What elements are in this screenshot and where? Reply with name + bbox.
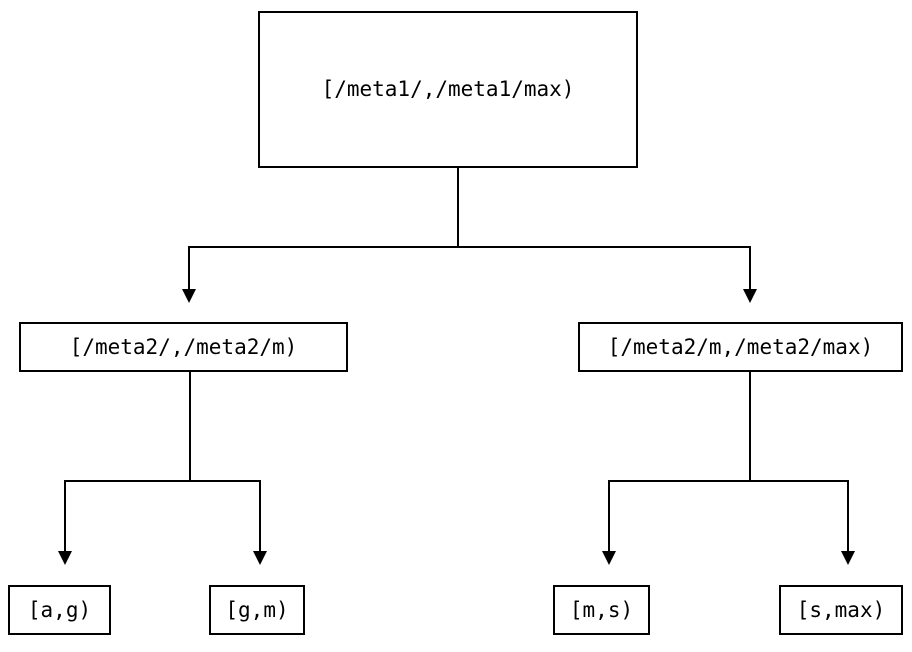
- edge-mid-left-to-leaf2-drop: [259, 480, 261, 552]
- arrowhead-mid-left-to-leaf1: [58, 551, 72, 565]
- node-leaf-4[interactable]: [s,max): [779, 585, 903, 635]
- edge-mid-right-bar: [608, 480, 849, 482]
- node-mid-left-label: [/meta2/,/meta2/m): [69, 334, 298, 359]
- arrowhead-root-to-mid-right: [743, 289, 757, 303]
- edge-root-bar: [188, 246, 751, 248]
- node-leaf-3[interactable]: [m,s): [553, 585, 650, 635]
- node-leaf-1[interactable]: [a,g): [8, 585, 111, 635]
- node-leaf-2-label: [g,m): [225, 597, 289, 622]
- edge-mid-right-stem: [749, 372, 751, 482]
- edge-mid-left-to-leaf1-drop: [64, 480, 66, 552]
- node-leaf-2[interactable]: [g,m): [209, 585, 305, 635]
- node-leaf-1-label: [a,g): [27, 597, 92, 622]
- edge-root-to-mid-right-drop: [749, 246, 751, 290]
- node-mid-right[interactable]: [/meta2/m,/meta2/max): [578, 322, 903, 372]
- node-mid-right-label: [/meta2/m,/meta2/max): [607, 334, 874, 359]
- edge-mid-right-to-leaf3-drop: [608, 480, 610, 552]
- node-leaf-3-label: [m,s): [569, 597, 634, 622]
- edge-root-to-mid-left-drop: [188, 246, 190, 290]
- node-root[interactable]: [/meta1/,/meta1/max): [258, 11, 638, 168]
- edge-mid-left-bar: [64, 480, 261, 482]
- arrowhead-mid-left-to-leaf2: [253, 551, 267, 565]
- edge-root-stem: [457, 168, 459, 247]
- edge-mid-left-stem: [189, 372, 191, 482]
- arrowhead-root-to-mid-left: [182, 289, 196, 303]
- edge-mid-right-to-leaf4-drop: [847, 480, 849, 552]
- node-root-label: [/meta1/,/meta1/max): [321, 77, 575, 101]
- node-mid-left[interactable]: [/meta2/,/meta2/m): [19, 322, 348, 372]
- arrowhead-mid-right-to-leaf4: [841, 551, 855, 565]
- node-leaf-4-label: [s,max): [796, 597, 886, 622]
- arrowhead-mid-right-to-leaf3: [602, 551, 616, 565]
